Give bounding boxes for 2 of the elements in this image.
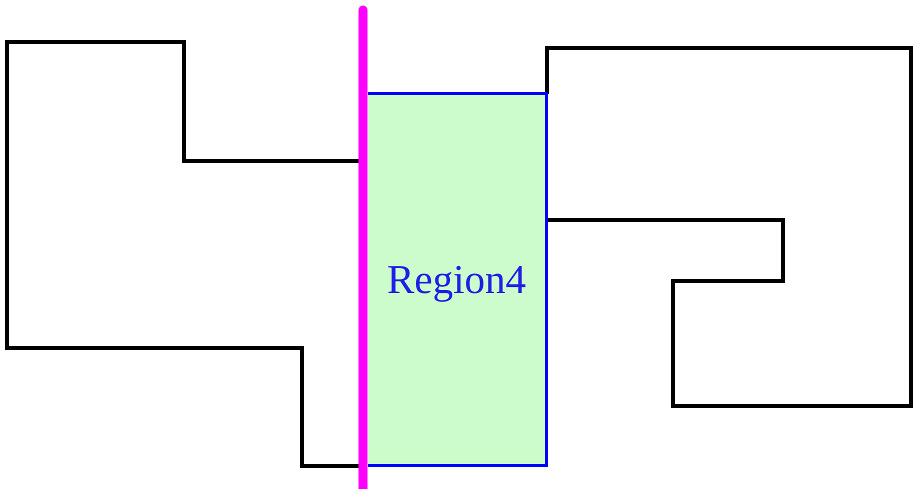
region-rectangle — [368, 92, 548, 467]
region-label: Region4 — [387, 259, 526, 300]
